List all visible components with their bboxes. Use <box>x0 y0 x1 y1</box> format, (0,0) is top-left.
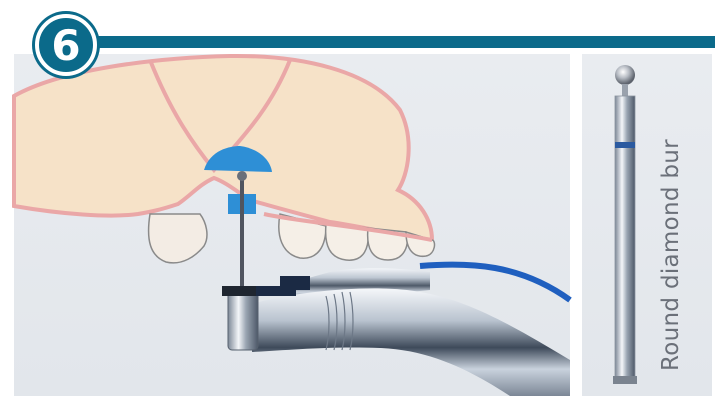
bur-label-text: Round diamond bur <box>658 139 684 371</box>
bur-label: Round diamond bur <box>636 120 706 390</box>
round-diamond-bur-icon <box>613 65 637 384</box>
header-bar <box>60 36 715 48</box>
step-number: 6 <box>30 12 102 78</box>
